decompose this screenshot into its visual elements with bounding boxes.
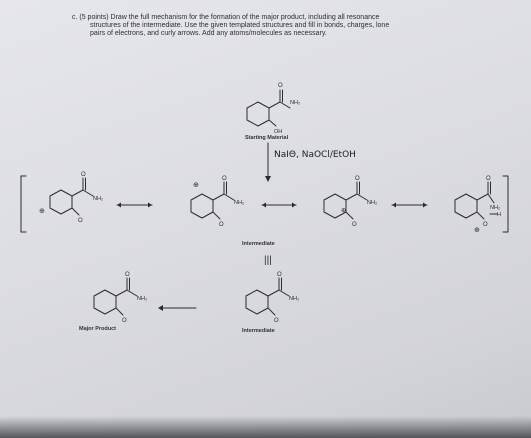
positive-charge: ⊕ (474, 227, 480, 234)
svg-text:H: H (497, 212, 501, 218)
intermediate-label-1: Intermediate (242, 241, 275, 247)
svg-text:O: O (219, 222, 224, 228)
reaction-arrow-product (158, 305, 197, 311)
reaction-arrowhead (265, 176, 271, 182)
question-line-2: structures of the intermediate. Use the … (90, 22, 390, 29)
svg-text:O: O (274, 318, 279, 324)
reagent-label: NaIΘ, NaOCl/EtOH (274, 150, 356, 160)
positive-charge: ⊕ (341, 208, 346, 214)
positive-charge: ⊕ (193, 182, 199, 189)
major-product-structure: O NH₂ O (93, 272, 147, 324)
svg-text:O: O (352, 222, 357, 228)
starting-material-label: Starting Material (245, 135, 289, 141)
svg-text:O: O (486, 176, 491, 182)
resonance-structure-4: O NH₂ H O ⊕ (454, 176, 501, 234)
svg-text:NH₂: NH₂ (137, 296, 147, 302)
svg-text:NH₂: NH₂ (490, 205, 500, 211)
resonance-arrow-3 (391, 202, 428, 208)
svg-text:NH₂: NH₂ (367, 200, 377, 206)
carbonyl-oxygen-label: O (278, 83, 283, 89)
question-line-1: c. (5 points) Draw the full mechanism fo… (72, 14, 380, 21)
positive-charge: ⊕ (39, 208, 45, 215)
question-line-3: pairs of electrons, and curly arrows. Ad… (90, 30, 327, 37)
svg-text:O: O (277, 272, 282, 278)
svg-text:O: O (355, 176, 360, 182)
intermediate-label-2: Intermediate (242, 328, 275, 334)
svg-text:O: O (81, 172, 86, 178)
resonance-arrow-2 (261, 202, 297, 208)
resonance-arrow-1 (116, 202, 153, 208)
left-bracket (20, 175, 27, 233)
svg-text:O: O (483, 222, 488, 228)
resonance-structure-3: O NH₂ O ⊕ (323, 176, 377, 228)
equivalent-symbol: ||| (264, 255, 272, 266)
bottom-shadow (0, 416, 531, 438)
svg-text:O: O (122, 318, 127, 324)
intermediate-structure: O NH₂ O (245, 272, 299, 324)
major-product-label: Major Product (79, 326, 116, 332)
resonance-structure-1: O NH₂ O ⊕ (39, 172, 103, 224)
amine-label: NH₂ (290, 100, 300, 106)
hydroxyl-label: OH (274, 129, 282, 135)
svg-text:O: O (125, 272, 130, 278)
right-bracket (502, 175, 509, 233)
svg-text:O: O (222, 176, 227, 182)
starting-material-structure: O NH₂ OH (246, 83, 300, 135)
question-text: c. (5 points) Draw the full mechanism fo… (72, 14, 492, 38)
svg-text:NH₂: NH₂ (289, 296, 299, 302)
svg-text:NH₂: NH₂ (234, 200, 244, 206)
svg-text:NH₂: NH₂ (93, 196, 103, 202)
resonance-structure-2: O NH₂ O ⊕ (190, 176, 244, 228)
svg-text:O: O (78, 218, 83, 224)
